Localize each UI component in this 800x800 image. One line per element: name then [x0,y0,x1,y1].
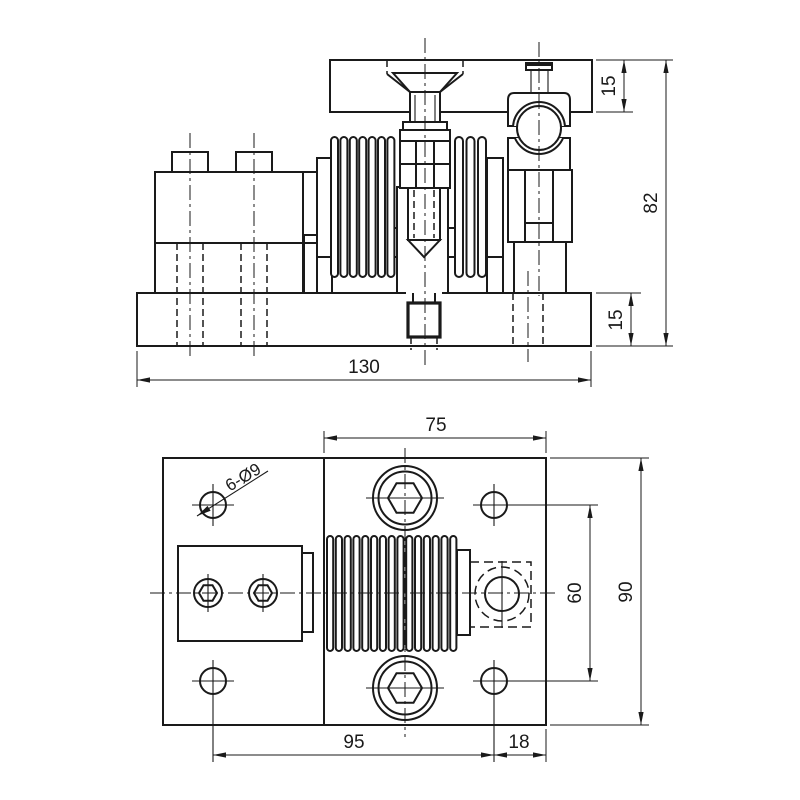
dim-bar-width: 75 [425,415,446,436]
left-flange [316,157,333,258]
front-centerlines [189,38,540,365]
bellows-front-left [330,136,396,278]
dim-base-thickness: 15 [606,309,627,330]
front-dimensions: 130 15 15 82 [136,59,673,387]
left-block-lower [154,242,304,294]
corner-holes [192,484,598,762]
dim-overall-width: 130 [348,357,380,378]
ball-pivot [507,62,573,294]
dim-hole-spacing-h: 95 [343,732,364,753]
dim-edge-offset: 18 [508,732,529,753]
base-plate [136,292,592,347]
dim-bar-thickness: 15 [599,75,620,96]
threaded-stud [405,187,443,259]
bellows-front-right [454,136,487,278]
front-view: 130 15 15 82 [136,38,673,387]
hidden-holes-front [176,243,544,346]
plan-dimensions: 75 90 60 95 18 [213,415,649,762]
right-flange [486,157,504,258]
dim-plate-depth: 90 [616,581,637,602]
anchor-stud [406,291,442,350]
top-socket-screw [366,465,444,531]
plan-view: 6-Ø9 75 90 60 95 18 [150,415,649,762]
dim-overall-height: 82 [641,192,662,213]
left-block-upper [154,171,304,244]
left-arm [302,171,318,236]
dim-hole-spacing-v: 60 [565,582,586,603]
plan-centerlines [150,448,558,737]
